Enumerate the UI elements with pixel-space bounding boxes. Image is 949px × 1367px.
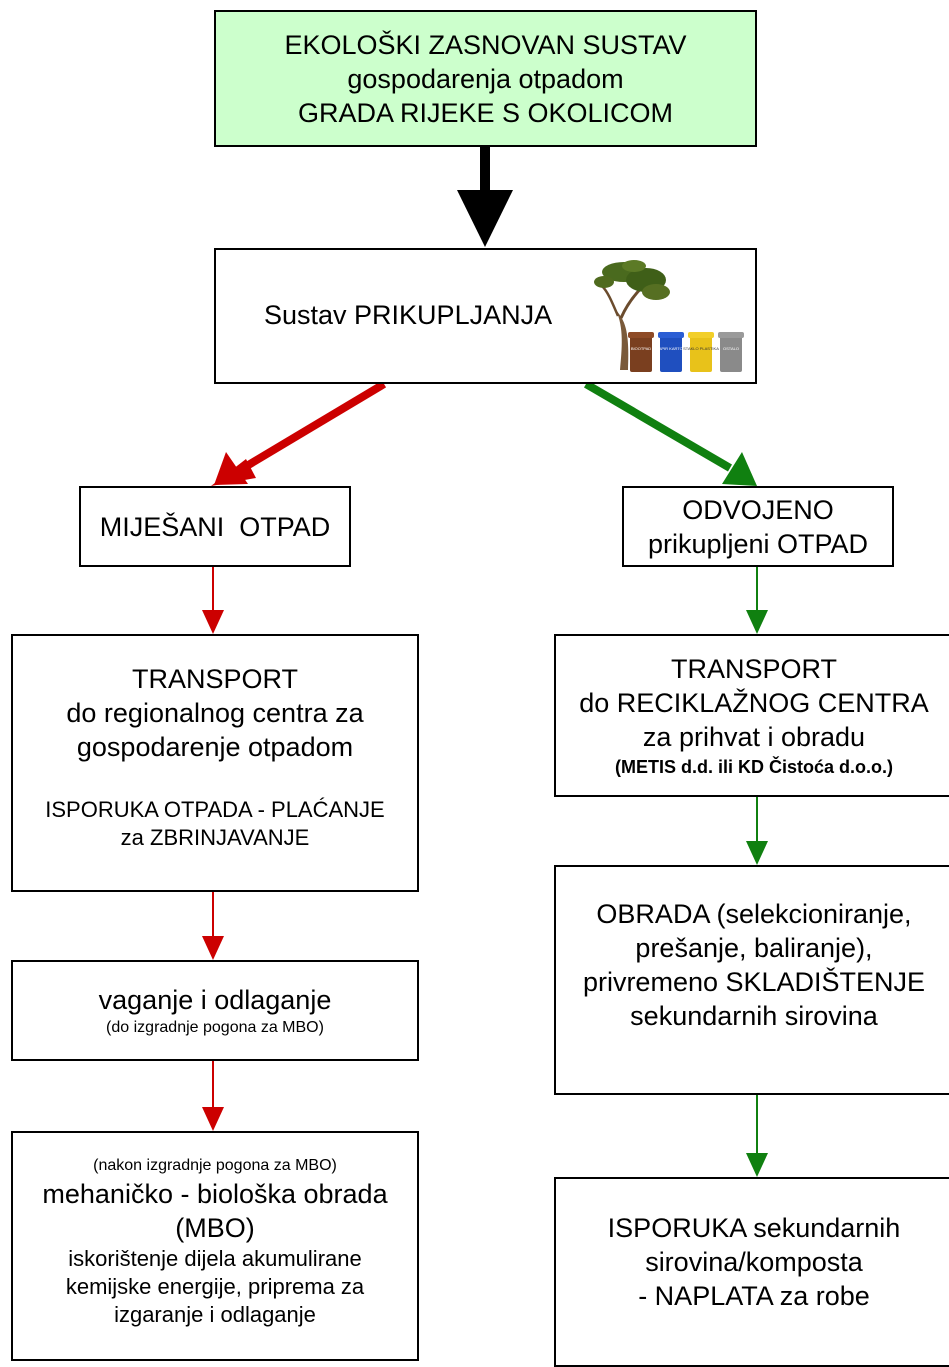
processing-line2: prešanje, baliranje), bbox=[635, 933, 873, 963]
mbo-line1: (nakon izgradnje pogona za MBO) bbox=[93, 1157, 337, 1174]
mbo-line2: mehaničko - biološka obrada bbox=[42, 1179, 388, 1209]
delivery-line3: - NAPLATA za robe bbox=[638, 1281, 870, 1311]
transport-regional-line3: gospodarenje otpadom bbox=[76, 732, 354, 762]
separated-waste-line1: ODVOJENO bbox=[682, 494, 834, 525]
transport-recycling-line1: TRANSPORT bbox=[670, 653, 838, 684]
collection-system-box: Sustav PRIKUPLJANJA BIOOTPAD PAPIR KARTO… bbox=[214, 248, 757, 384]
mbo-line4: iskorištenje dijela akumulirane bbox=[68, 1246, 362, 1271]
system-title-box: EKOLOŠKI ZASNOVAN SUSTAV gospodarenja ot… bbox=[214, 10, 757, 147]
processing-line1: OBRADA (selekcioniranje, bbox=[596, 899, 912, 929]
transport-regional-line2: do regionalnog centra za bbox=[66, 698, 364, 728]
processing-box: OBRADA (selekcioniranje, prešanje, balir… bbox=[554, 865, 949, 1095]
mbo-line6: izgaranje i odlaganje bbox=[114, 1302, 316, 1327]
transport-recycling-line3: za prihvat i obradu bbox=[642, 721, 866, 752]
mbo-line5: kemijske energije, priprema za bbox=[65, 1274, 365, 1299]
bin-icon-blue: PAPIR KARTON bbox=[656, 332, 686, 372]
weighing-box: vaganje i odlaganje (do izgradnje pogona… bbox=[11, 960, 419, 1061]
bin-icon-gray: OSTALO bbox=[718, 332, 744, 372]
arrow-weighing-to-mbo bbox=[202, 1061, 224, 1131]
transport-recycling-line4: (METIS d.d. ili KD Čistoća d.o.o.) bbox=[615, 756, 893, 777]
arrow-collection-to-separated bbox=[583, 380, 757, 486]
system-title-line2: gospodarenja otpadom bbox=[347, 63, 624, 94]
mbo-line3: (MBO) bbox=[175, 1213, 255, 1243]
bin-label-bio: BIOOTPAD bbox=[631, 346, 651, 351]
weighing-line2: (do izgradnje pogona za MBO) bbox=[106, 1018, 324, 1036]
transport-regional-box: TRANSPORT do regionalnog centra za gospo… bbox=[11, 634, 419, 892]
processing-line4: sekundarnih sirovina bbox=[630, 1001, 878, 1031]
mixed-waste-box: MIJEŠANI OTPAD bbox=[79, 486, 351, 567]
mixed-waste-label: MIJEŠANI OTPAD bbox=[99, 511, 331, 542]
arrow-top-to-collection bbox=[457, 147, 513, 247]
transport-regional-line5: za ZBRINJAVANJE bbox=[120, 825, 310, 850]
arrow-separated-to-transport bbox=[746, 567, 768, 634]
tree-and-bins-illustration: BIOOTPAD PAPIR KARTON STAKLO PLASTIKA OS… bbox=[594, 260, 744, 372]
delivery-box: ISPORUKA sekundarnih sirovina/komposta -… bbox=[554, 1177, 949, 1367]
separated-waste-box: ODVOJENO prikupljeni OTPAD bbox=[622, 486, 894, 567]
bin-icon-brown: BIOOTPAD bbox=[628, 332, 654, 372]
collection-label: Sustav PRIKUPLJANJA bbox=[264, 300, 553, 330]
processing-line3: privremeno SKLADIŠTENJE bbox=[582, 967, 926, 997]
transport-regional-line4: ISPORUKA OTPADA - PLAĆANJE bbox=[45, 797, 385, 822]
arrow-transport-to-weighing bbox=[202, 892, 224, 960]
arrow-collection-to-mixed bbox=[211, 380, 387, 486]
transport-regional-line1: TRANSPORT bbox=[131, 664, 299, 694]
bin-label-other: OSTALO bbox=[723, 346, 739, 351]
system-title-line3: GRADA RIJEKE S OKOLICOM bbox=[297, 97, 674, 128]
arrow-mixed-to-transport bbox=[202, 567, 224, 634]
system-title-line1: EKOLOŠKI ZASNOVAN SUSTAV bbox=[284, 29, 687, 60]
delivery-line1: ISPORUKA sekundarnih bbox=[607, 1213, 901, 1243]
bin-label-glass: STAKLO PLASTIKA bbox=[683, 346, 719, 351]
separated-waste-line2: prikupljeni OTPAD bbox=[647, 528, 869, 559]
transport-recycling-line2: do RECIKLAŽNOG CENTRA bbox=[579, 687, 929, 718]
arrow-transport-to-processing bbox=[746, 797, 768, 865]
tree-icon bbox=[594, 260, 670, 370]
mbo-box: (nakon izgradnje pogona za MBO) mehaničk… bbox=[11, 1131, 419, 1361]
delivery-line2: sirovina/komposta bbox=[645, 1247, 863, 1277]
bin-label-paper: PAPIR KARTON bbox=[656, 346, 685, 351]
bin-icon-yellow: STAKLO PLASTIKA bbox=[683, 332, 719, 372]
weighing-line1: vaganje i odlaganje bbox=[98, 984, 332, 1015]
transport-recycling-box: TRANSPORT do RECIKLAŽNOG CENTRA za prihv… bbox=[554, 634, 949, 797]
arrow-processing-to-delivery bbox=[746, 1095, 768, 1177]
